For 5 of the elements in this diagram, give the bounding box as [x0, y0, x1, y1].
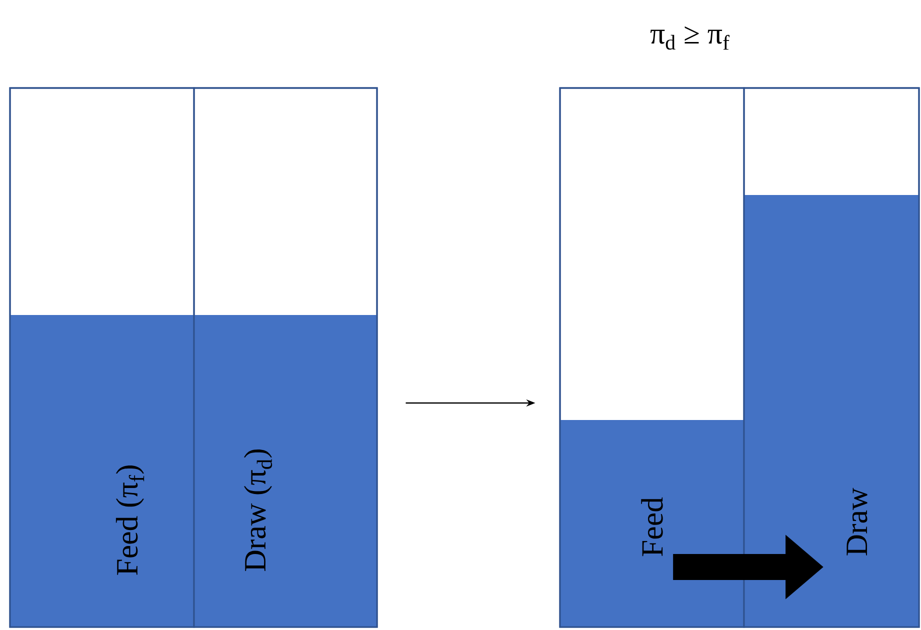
- compartment: Draw: [743, 87, 920, 628]
- compartment: Draw (π$_{d}$): [193, 87, 378, 628]
- inequality-label: π$_{d}$ ≥ π$_{f}$: [650, 26, 730, 50]
- compartment: Feed: [559, 87, 745, 628]
- compartment: Feed (π$_{f}$): [9, 87, 195, 628]
